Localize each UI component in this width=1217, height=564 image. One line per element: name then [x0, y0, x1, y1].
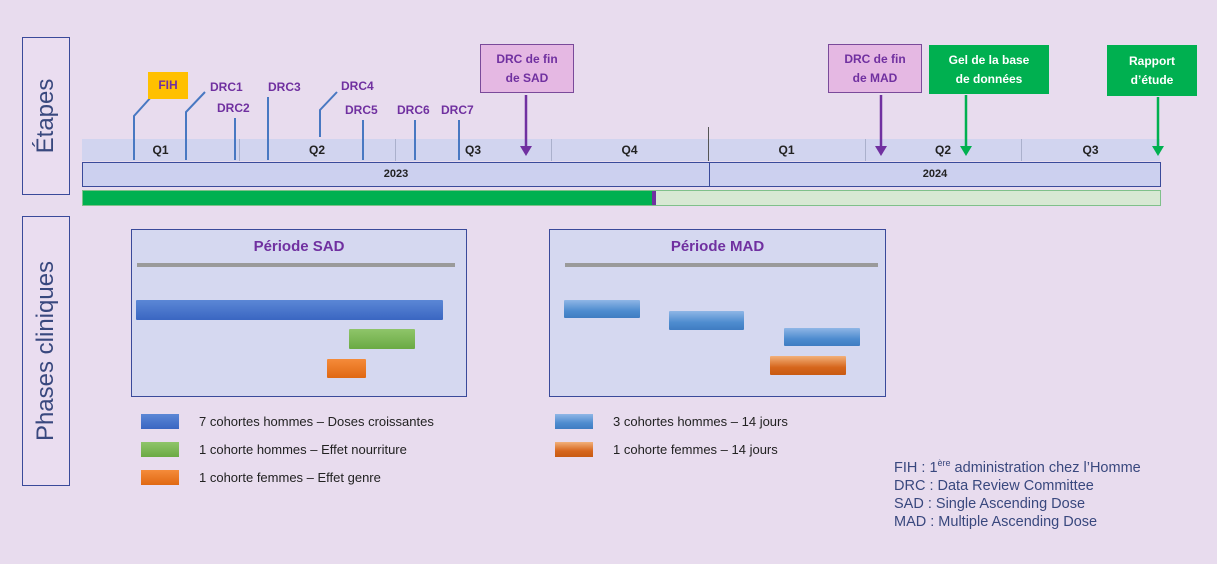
glossary-fih: FIH : 1ère administration chez l’Homme — [894, 458, 1141, 476]
quarter-separator — [865, 139, 866, 161]
drc4-connector — [319, 91, 338, 137]
mad-period-title: Période MAD — [670, 238, 765, 255]
sad-period-box: Période SAD — [131, 229, 467, 397]
drc1-label: DRC1 — [210, 80, 243, 94]
mad-period-rule — [565, 263, 878, 267]
quarter-label: Q2 — [308, 143, 325, 157]
sad-period-rule — [137, 263, 455, 267]
phases-label-box: Phases cliniques — [22, 216, 70, 486]
progress-bar — [82, 190, 1161, 206]
rapport-box: Rapport d’étude — [1107, 45, 1197, 96]
legend-swatch-sad-blue — [141, 414, 179, 429]
etapes-label-box: Étapes — [22, 37, 70, 195]
legend-swatch-sad-green — [141, 442, 179, 457]
sad-orange-bar — [327, 359, 366, 378]
quarter-label: Q2 — [934, 143, 951, 157]
legend-text-sad-green: 1 cohorte hommes – Effet nourriture — [199, 442, 407, 457]
drc5-label: DRC5 — [345, 103, 378, 117]
legend-text-mad-orange: 1 cohorte femmes – 14 jours — [613, 442, 778, 457]
legend-text-mad-blue: 3 cohortes hommes – 14 jours — [613, 414, 788, 429]
glossary-sad: SAD : Single Ascending Dose — [894, 495, 1086, 512]
glossary-mad: MAD : Multiple Ascending Dose — [894, 513, 1098, 530]
quarter-label: Q4 — [621, 143, 638, 157]
mad-blue-bar-2 — [669, 311, 744, 330]
drc4-label: DRC4 — [341, 79, 374, 93]
legend-swatch-mad-blue — [555, 414, 593, 429]
milestone-connectors — [133, 91, 1164, 160]
drc-fin-sad-box: DRC de fin de SAD — [480, 44, 574, 93]
quarter-separator — [551, 139, 552, 161]
sad-period-title: Période SAD — [253, 238, 345, 255]
legend-text-sad-blue: 7 cohortes hommes – Doses croissantes — [199, 414, 434, 429]
progress-marker — [651, 191, 656, 205]
legend-swatch-mad-orange — [555, 442, 593, 457]
legend-text-sad-orange: 1 cohorte femmes – Effet genre — [199, 470, 381, 485]
phases-label: Phases cliniques — [32, 260, 59, 442]
drc2-label: DRC2 — [217, 101, 250, 115]
sad-blue-bar — [136, 300, 443, 320]
quarter-separator — [395, 139, 396, 161]
drc6-label: DRC6 — [397, 103, 430, 117]
quarter-label: Q1 — [152, 143, 169, 157]
year-separator — [708, 127, 709, 161]
quarter-separator — [1021, 139, 1022, 161]
quarter-label: Q1 — [778, 143, 795, 157]
year-2023: 2023 — [82, 162, 710, 187]
year-2024: 2024 — [709, 162, 1161, 187]
fih-milestone: FIH — [148, 72, 188, 99]
fih-connector — [133, 95, 153, 160]
quarter-label: Q3 — [1082, 143, 1099, 157]
glossary-drc: DRC : Data Review Committee — [894, 477, 1094, 494]
gel-base-box: Gel de la base de données — [929, 45, 1049, 94]
quarter-label: Q3 — [464, 143, 481, 157]
mad-blue-bar-1 — [564, 300, 640, 318]
drc7-label: DRC7 — [441, 103, 474, 117]
drc-fin-mad-box: DRC de fin de MAD — [828, 44, 922, 93]
drc3-label: DRC3 — [268, 80, 301, 94]
sad-green-bar — [349, 329, 415, 349]
mad-blue-bar-3 — [784, 328, 860, 346]
glossary: FIH : 1ère administration chez l’Homme D… — [894, 454, 1141, 531]
drc1-connector — [185, 91, 206, 160]
progress-fill — [83, 191, 654, 205]
legend-swatch-sad-orange — [141, 470, 179, 485]
mad-period-box: Période MAD — [549, 229, 886, 397]
quarter-separator — [239, 139, 240, 161]
quarter-row: Q1 Q2 Q3 Q4 Q1 Q2 Q3 — [82, 127, 1160, 161]
mad-orange-bar — [770, 356, 846, 375]
